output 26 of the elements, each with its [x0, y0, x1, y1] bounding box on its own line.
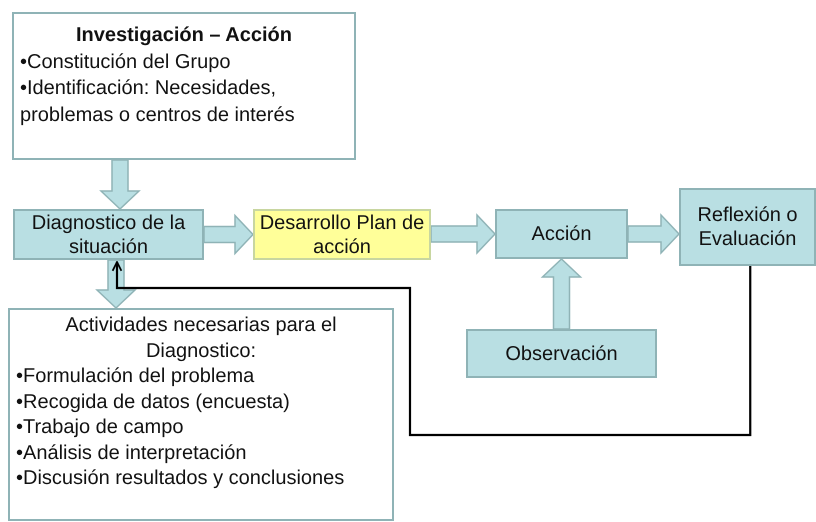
box-label: Acción: [530, 222, 593, 246]
block-arrow: [540, 258, 582, 330]
bullet-item: •Identificación: Necesidades, problemas o centros de interés: [20, 76, 296, 128]
process-box: [466, 329, 657, 378]
block-arrow: [430, 213, 496, 255]
text-box: [8, 308, 394, 521]
box-heading: Actividades necesarias para el Diagnostico:: [64, 313, 338, 364]
process-box: [13, 209, 204, 260]
box-label: Observación: [504, 342, 619, 366]
box-label: Diagnostico de la situación: [30, 210, 186, 258]
feedback-arrow: [112, 261, 752, 436]
block-arrow: [203, 214, 254, 256]
bullet-item: •Formulación del problema: [16, 364, 256, 389]
block-arrow: [99, 159, 141, 210]
block-arrow: [627, 213, 680, 255]
text-box: [12, 12, 356, 160]
bullet-item: •Recogida de datos (encuesta): [16, 390, 291, 414]
process-box: [495, 209, 628, 259]
box-heading: Investigación – Acción: [75, 23, 293, 48]
process-box: [679, 188, 816, 266]
bullet-item: •Constitución del Grupo: [20, 50, 232, 74]
box-label: Reflexión o Evaluación: [696, 203, 799, 251]
bullet-item: •Discusión resultados y conclusiones: [16, 466, 346, 491]
box-label: Desarrollo Plan de acción: [258, 210, 426, 258]
bullet-item: •Trabajo de campo: [16, 415, 184, 440]
bullet-item: •Análisis de interpretación: [16, 440, 248, 466]
